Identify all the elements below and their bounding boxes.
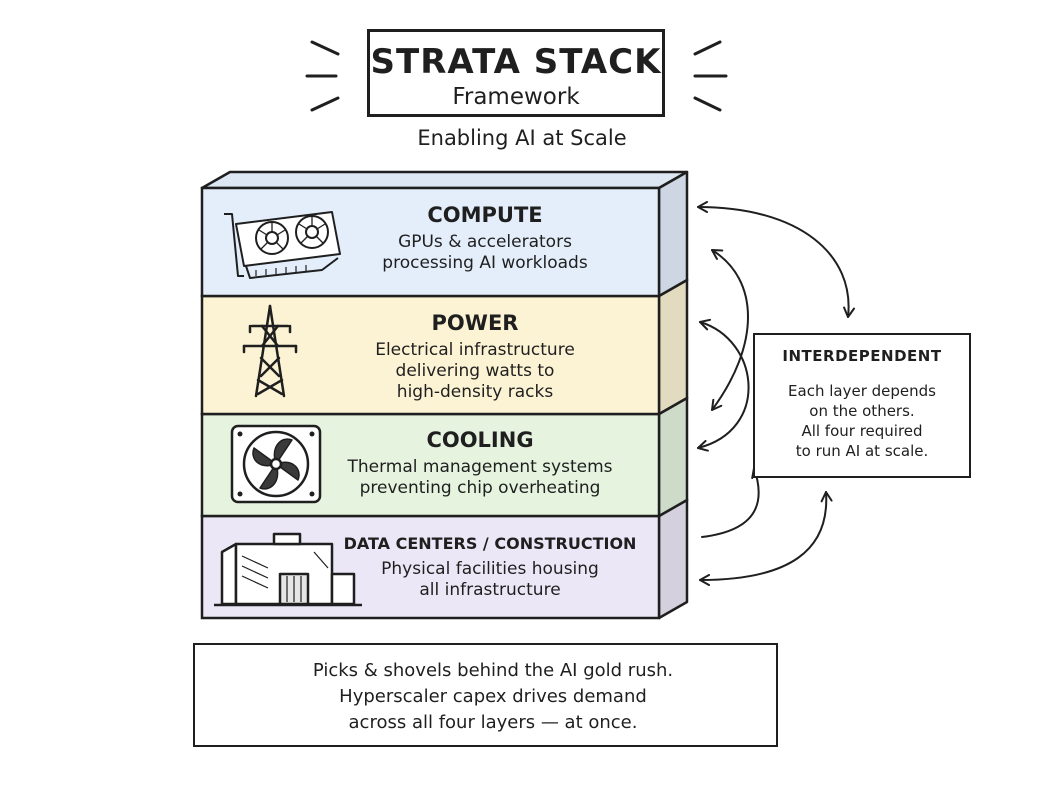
footer-line: Hyperscaler capex drives demand [339,686,647,707]
layer-power: POWER Electrical infrastructure deliveri… [320,311,630,403]
layer-cooling: COOLING Thermal management systems preve… [325,428,635,499]
layer-desc-line: high-density racks [396,382,554,402]
page-subtitle: Framework [452,84,580,110]
page-title: STRATA STACK [370,42,662,82]
layer-datacenter: DATA CENTERS / CONSTRUCTION Physical fac… [340,534,640,601]
layer-desc-line: all infrastructure [419,580,561,600]
layer-title: COOLING [426,428,534,452]
title-accent-strokes [305,40,728,112]
layer-title: DATA CENTERS / CONSTRUCTION [343,534,637,553]
layer-desc-line: Thermal management systems [347,457,613,477]
gpu-card-icon [224,211,341,279]
interdependent-line: Each layer depends [788,382,936,400]
interdependent-line: to run AI at scale. [795,442,929,460]
footer-line: across all four layers — at once. [348,712,638,733]
layer-title: COMPUTE [427,203,543,227]
footer-box: Picks & shovels behind the AI gold rush.… [193,643,778,747]
tagline: Enabling AI at Scale [417,126,627,150]
interdependent-title: INTERDEPENDENT [782,347,942,365]
layer-desc-line: delivering watts to [395,361,555,381]
layer-desc-line: preventing chip overheating [359,478,601,498]
interdependent-body: Each layer depends on the others. All fo… [761,381,963,461]
interdependent-box: INTERDEPENDENT Each layer depends on the… [753,333,971,478]
footer-text: Picks & shovels behind the AI gold rush.… [290,658,696,736]
layer-desc-line: processing AI workloads [382,253,588,273]
interdependency-arrows [697,201,855,586]
layer-desc-line: GPUs & accelerators [398,232,572,252]
footer-line: Picks & shovels behind the AI gold rush. [312,660,674,681]
layer-compute: COMPUTE GPUs & accelerators processing A… [330,203,640,274]
title-box: STRATA STACK Framework [367,29,665,117]
layer-desc-line: Electrical infrastructure [375,340,575,360]
building-icon [214,532,362,607]
interdependent-line: on the others. [809,402,915,420]
cooling-fan-icon [230,424,322,504]
power-tower-icon [242,304,298,398]
layer-desc-line: Physical facilities housing [381,559,599,579]
interdependent-line: All four required [801,422,923,440]
layer-title: POWER [431,311,519,335]
